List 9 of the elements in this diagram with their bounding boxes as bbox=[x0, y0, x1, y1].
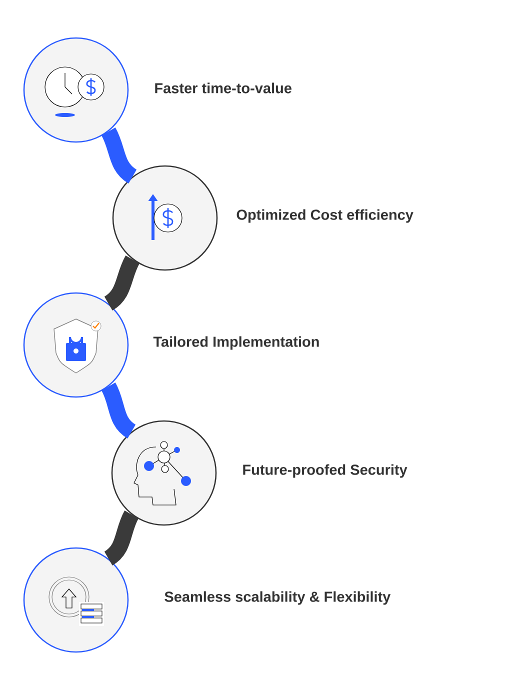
step-label: Future-proofed Security bbox=[243, 464, 408, 478]
step-label: Seamless scalability & Flexibility bbox=[164, 591, 391, 605]
step-label: Faster time-to-value bbox=[155, 82, 292, 94]
step-label: Optimized Cost efficiency bbox=[236, 209, 414, 223]
step-label: Tailored Implementation bbox=[153, 336, 319, 350]
connector-band bbox=[104, 510, 139, 566]
connector-band bbox=[104, 256, 140, 310]
connector-band bbox=[101, 382, 136, 438]
connector-band bbox=[101, 128, 138, 184]
